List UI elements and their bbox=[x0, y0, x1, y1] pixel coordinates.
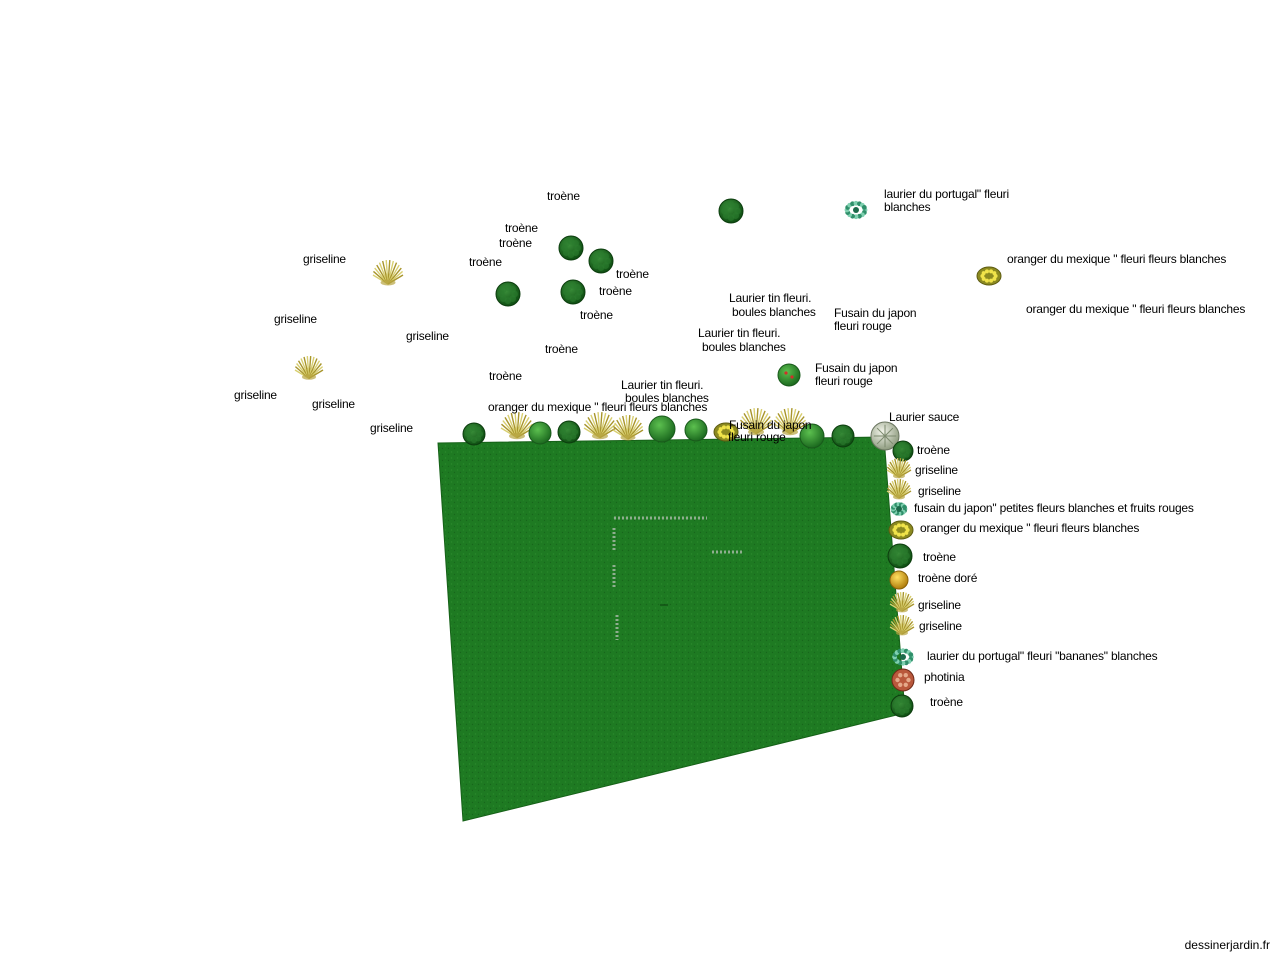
photinia-icon bbox=[891, 668, 915, 692]
plant-label: griseline bbox=[274, 312, 317, 326]
laurier-sauce-icon bbox=[870, 421, 900, 451]
plant-label: Laurier tin fleuri. bbox=[621, 378, 704, 392]
griseline-icon bbox=[372, 260, 404, 286]
troene-icon bbox=[892, 440, 914, 462]
griseline-icon bbox=[612, 415, 644, 441]
plant-label: troène bbox=[505, 221, 538, 235]
griseline-icon bbox=[773, 408, 807, 436]
plant-label: oranger du mexique " fleuri fleurs blanc… bbox=[488, 400, 708, 414]
plant-label: Fusain du japon bbox=[815, 361, 898, 375]
plant-label: troène doré bbox=[918, 571, 978, 585]
griseline-icon bbox=[889, 592, 915, 613]
plant-label: troène bbox=[469, 255, 502, 269]
plant-label: troène bbox=[499, 236, 532, 250]
fusain-icon bbox=[799, 423, 825, 449]
troene-icon bbox=[718, 198, 744, 224]
plant-label: laurier du portugal" fleuri bbox=[884, 187, 1009, 201]
plant-label: griseline bbox=[918, 598, 961, 612]
plant-label: fleuri rouge bbox=[815, 374, 873, 388]
plant-label: troène bbox=[599, 284, 632, 298]
plant-label: boules blanches bbox=[732, 305, 816, 319]
plant-label: troène bbox=[616, 267, 649, 281]
plant-label: troène bbox=[547, 189, 580, 203]
laurier-portugal-icon bbox=[892, 648, 914, 666]
plant-label: griseline bbox=[234, 388, 277, 402]
griseline-icon bbox=[294, 356, 324, 380]
griseline-icon bbox=[889, 615, 915, 636]
plant-label: griseline bbox=[303, 252, 346, 266]
troene-dore-icon bbox=[889, 570, 909, 590]
griseline-icon bbox=[739, 408, 773, 436]
plant-label: fusain du japon" petites fleurs blanches… bbox=[914, 501, 1194, 515]
watermark: dessinerjardin.fr bbox=[1184, 938, 1270, 952]
lawn bbox=[437, 436, 906, 822]
troene-icon bbox=[890, 694, 914, 718]
plant-label: Fusain du japon bbox=[834, 306, 917, 320]
plant-label: blanches bbox=[884, 200, 931, 214]
griseline-icon bbox=[500, 412, 534, 440]
plant-label: fleuri rouge bbox=[728, 430, 786, 444]
fusain-icon bbox=[684, 418, 708, 442]
troene-icon bbox=[560, 279, 586, 305]
troene-icon bbox=[588, 248, 614, 274]
plant-label: Laurier sauce bbox=[889, 410, 960, 424]
plant-label: oranger du mexique " fleuri fleurs blanc… bbox=[1026, 302, 1246, 316]
plant-label: griseline bbox=[312, 397, 355, 411]
lawn-path-marks bbox=[612, 516, 742, 640]
plant-label: Laurier tin fleuri. bbox=[729, 291, 812, 305]
troene-icon bbox=[557, 420, 581, 444]
plant-label: griseline bbox=[915, 463, 958, 477]
troene-icon bbox=[495, 281, 521, 307]
griseline-icon bbox=[583, 412, 617, 440]
plant-label: photinia bbox=[924, 670, 965, 684]
plant-label: oranger du mexique " fleuri fleurs blanc… bbox=[1007, 252, 1227, 266]
plant-label: troène bbox=[930, 695, 963, 709]
plant-label: oranger du mexique " fleuri fleurs blanc… bbox=[920, 521, 1140, 535]
plant-label: troène bbox=[545, 342, 578, 356]
plant-label: troène bbox=[923, 550, 956, 564]
laurier-portugal-icon bbox=[890, 502, 908, 516]
oranger-icon bbox=[976, 266, 1002, 286]
troene-icon bbox=[558, 235, 584, 261]
plant-label: troène bbox=[489, 369, 522, 383]
plant-label: fleuri rouge bbox=[834, 319, 892, 333]
oranger-icon bbox=[888, 520, 914, 540]
plant-label: Fusain du japon bbox=[729, 418, 812, 432]
oranger-icon bbox=[713, 422, 739, 442]
fusain-icon bbox=[648, 415, 676, 443]
plant-label: griseline bbox=[919, 619, 962, 633]
plant-label: boules blanches bbox=[702, 340, 786, 354]
troene-icon bbox=[831, 424, 855, 448]
griseline-icon bbox=[886, 458, 912, 479]
plant-label: griseline bbox=[918, 484, 961, 498]
plant-label: troène bbox=[917, 443, 950, 457]
plant-label: griseline bbox=[370, 421, 413, 435]
troene-icon bbox=[887, 543, 913, 569]
griseline-icon bbox=[886, 479, 912, 500]
plant-label: laurier du portugal" fleuri "bananes" bl… bbox=[927, 649, 1158, 663]
plant-label: Laurier tin fleuri. bbox=[698, 326, 781, 340]
fusain-icon bbox=[777, 363, 801, 387]
fusain-icon bbox=[528, 421, 552, 445]
plant-label: boules blanches bbox=[625, 391, 709, 405]
laurier-portugal-icon bbox=[844, 200, 868, 220]
plant-label: griseline bbox=[406, 329, 449, 343]
plant-label: troène bbox=[580, 308, 613, 322]
troene-icon bbox=[462, 422, 486, 446]
